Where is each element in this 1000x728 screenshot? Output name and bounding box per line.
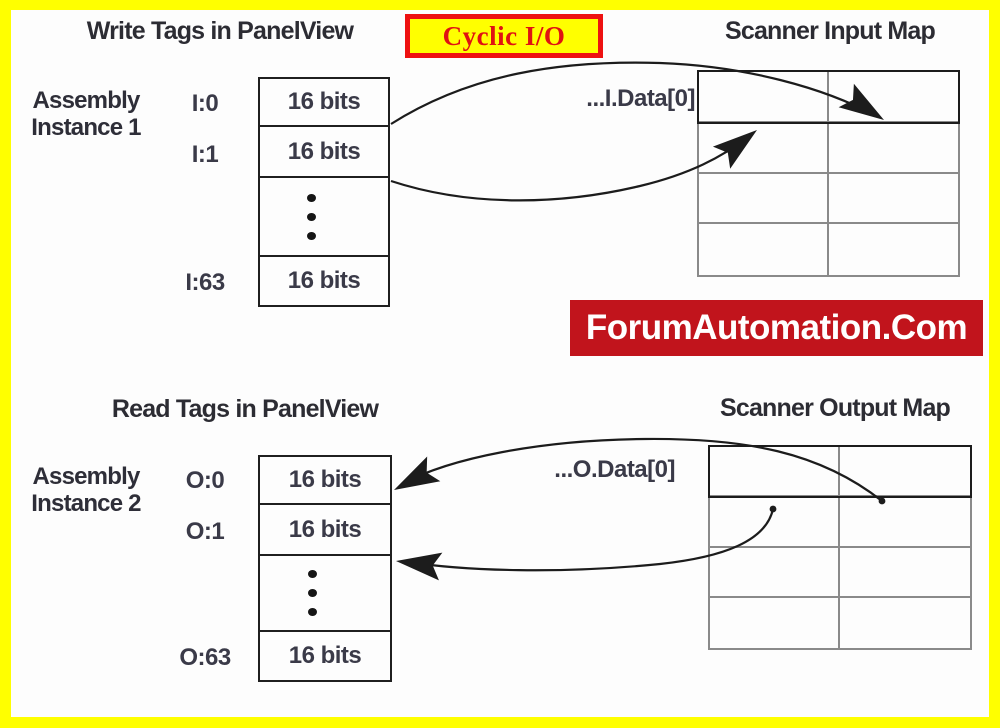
tag-label-o63: O:63 [179, 644, 231, 671]
output-map-cell [710, 497, 840, 548]
input-map-cell [829, 224, 959, 275]
output-map-cell [710, 547, 840, 598]
tag-label-i0: I:0 [191, 90, 219, 117]
watermark-text: ForumAutomation.Com [585, 308, 968, 347]
assembly-instance-2-label: Assembly Instance 2 [31, 463, 141, 517]
input-map-cell [699, 173, 829, 225]
output-map-cell [840, 548, 970, 598]
input-map-title: Scanner Input Map [724, 17, 936, 45]
tag-label-o0: O:0 [185, 467, 225, 494]
output-map-cell [840, 497, 970, 548]
cyclic-io-badge: Cyclic I/O [405, 14, 603, 58]
diagram-background [11, 10, 989, 717]
tag-label-i63: I:63 [185, 269, 225, 296]
assembly-instance-1-label: Assembly Instance 1 [31, 87, 141, 141]
vertical-ellipsis-icon [307, 570, 317, 616]
panelview-read-table: 16 bits 16 bits 16 bits [258, 455, 392, 682]
watermark-banner: ForumAutomation.Com [570, 300, 983, 356]
output-map-cell [710, 597, 840, 648]
word-cell-o0: 16 bits [260, 457, 390, 505]
panelview-write-table: 16 bits 16 bits 16 bits [258, 77, 390, 307]
cyclic-io-label: Cyclic I/O [442, 20, 566, 51]
input-map-cell [699, 122, 829, 174]
vertical-ellipsis-icon [306, 193, 316, 240]
tag-label-i1: I:1 [191, 141, 219, 168]
word-cell-i63: 16 bits [287, 267, 361, 294]
word-cell-ellipsis [260, 178, 388, 257]
read-section-title: Read Tags in PanelView [111, 395, 379, 423]
input-map-cell [699, 224, 829, 275]
word-cell-i1: 16 bits [260, 127, 388, 178]
tag-label-o1: O:1 [185, 518, 225, 545]
output-map-title: Scanner Output Map [719, 394, 951, 422]
input-data-label: ...I.Data[0] [586, 85, 695, 112]
output-map-cell [840, 598, 970, 648]
input-map-row1-highlight [697, 70, 960, 124]
input-map-cell [828, 123, 958, 174]
output-data-label: ...O.Data[0] [554, 456, 675, 483]
word-cell-o63: 16 bits [288, 642, 362, 669]
word-cell-o1: 16 bits [260, 505, 390, 556]
input-map-cell [828, 174, 958, 225]
output-map-row1-highlight [708, 445, 972, 498]
word-cell-ellipsis [260, 556, 390, 632]
input-map-cell [828, 72, 958, 123]
word-cell-i0: 16 bits [260, 79, 388, 127]
write-section-title: Write Tags in PanelView [86, 17, 354, 45]
